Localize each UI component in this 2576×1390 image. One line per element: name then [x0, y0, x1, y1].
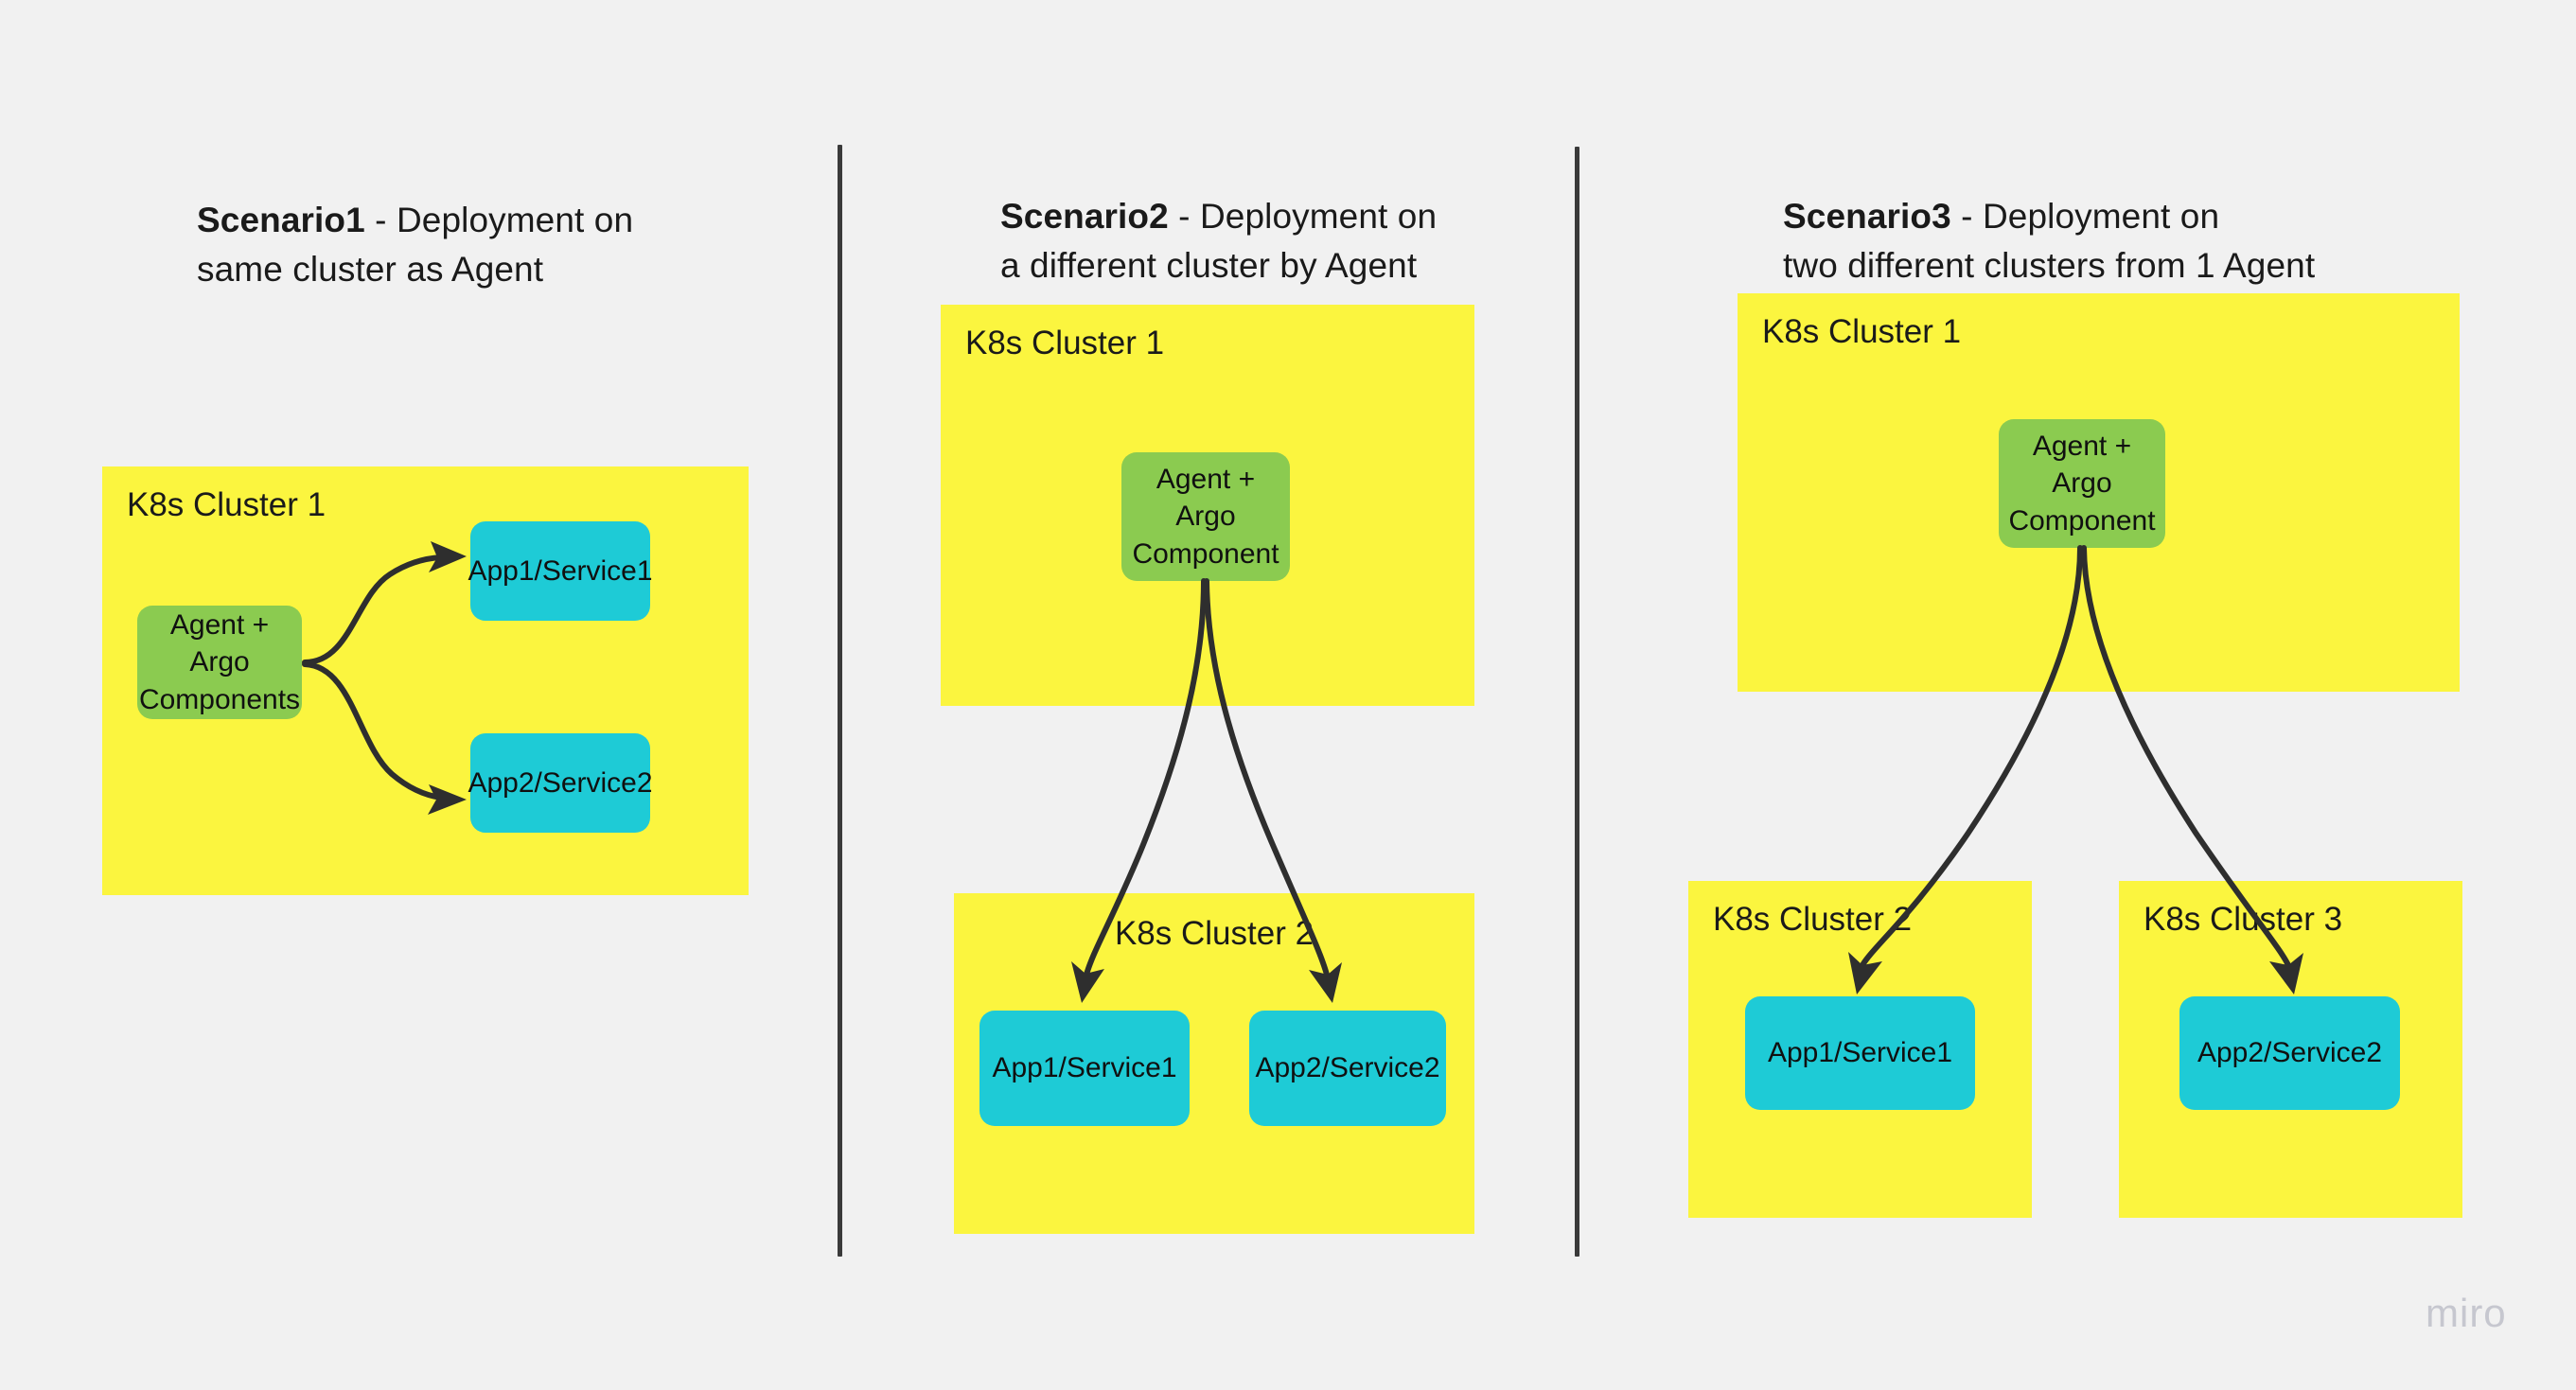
node-s3-agent[interactable]: Agent + Argo Component: [1999, 419, 2165, 548]
node-s2-agent[interactable]: Agent + Argo Component: [1121, 452, 1290, 581]
node-label-s3-app2: App2/Service2: [2197, 1037, 2383, 1069]
node-label-s1-app2: App2/Service2: [468, 766, 653, 799]
node-label-s2-agent: Agent + Argo Component: [1132, 463, 1279, 570]
node-s2-app1[interactable]: App1/Service1: [979, 1011, 1190, 1126]
cluster-label-s2-cluster2: K8s Cluster 2: [1114, 915, 1314, 952]
scenario2-title: Scenario2 - Deployment on a different cl…: [1000, 142, 1492, 291]
scenario3-title-strong: Scenario3: [1783, 196, 1951, 236]
node-label-s1-app1: App1/Service1: [468, 554, 653, 587]
scenario3-title: Scenario3 - Deployment on two different …: [1783, 142, 2370, 291]
cluster-label-s2-cluster1: K8s Cluster 1: [965, 325, 1165, 361]
scenario2-title-rest: - Deployment on a different cluster by A…: [1000, 196, 1438, 286]
scenario1-title: Scenario1 - Deployment on same cluster a…: [197, 146, 727, 295]
node-s2-app2[interactable]: App2/Service2: [1249, 1011, 1446, 1126]
scenario1-title-strong: Scenario1: [197, 200, 365, 239]
cluster-label-s3-cluster1: K8s Cluster 1: [1762, 313, 1962, 350]
node-s1-app1[interactable]: App1/Service1: [468, 521, 653, 621]
divider-scenario1-scenario2: [838, 145, 842, 1257]
node-s1-agent[interactable]: Agent + Argo Components: [137, 606, 302, 719]
node-s3-app1[interactable]: App1/Service1: [1745, 996, 1975, 1110]
node-label-s2-app1: App1/Service1: [992, 1052, 1177, 1084]
node-label-s1-agent: Agent + Argo Components: [138, 608, 301, 715]
node-label-s2-app2: App2/Service2: [1255, 1052, 1440, 1084]
node-s1-app2[interactable]: App2/Service2: [468, 733, 653, 833]
scenario1-title-rest: - Deployment on same cluster as Agent: [197, 200, 634, 290]
cluster-label-s3-cluster3: K8s Cluster 3: [2144, 901, 2343, 938]
scenario2-title-strong: Scenario2: [1000, 196, 1169, 236]
cluster-label-s3-cluster2: K8s Cluster 2: [1713, 901, 1913, 938]
divider-scenario2-scenario3: [1575, 147, 1579, 1257]
node-label-s3-app1: App1/Service1: [1767, 1037, 1953, 1069]
node-label-s3-agent: Agent + Argo Component: [2008, 430, 2156, 537]
miro-watermark: miro: [2426, 1291, 2507, 1335]
node-s3-app2[interactable]: App2/Service2: [2179, 996, 2400, 1110]
cluster-label-s1-cluster1: K8s Cluster 1: [127, 486, 326, 523]
scenario3-title-rest: - Deployment on two different clusters f…: [1783, 196, 2316, 286]
